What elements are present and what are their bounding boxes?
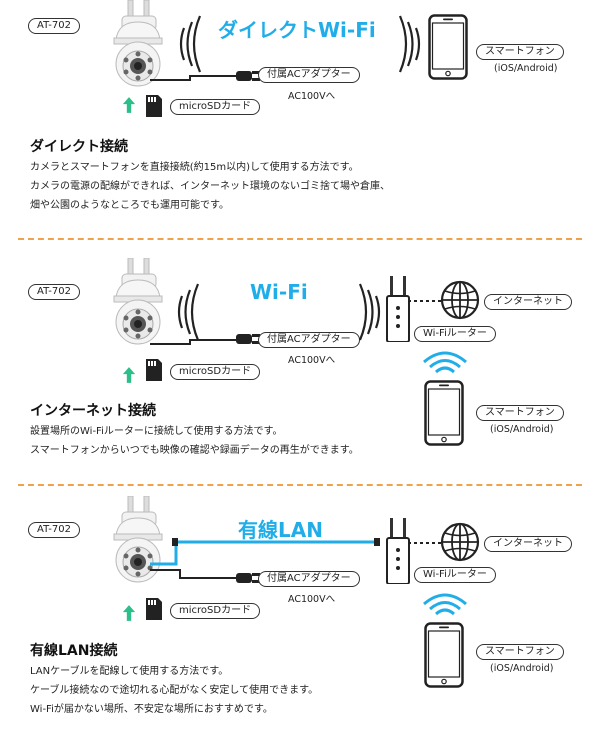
router-label: Wi-Fiルーター — [414, 326, 496, 342]
os-label: (iOS/Android) — [494, 63, 558, 74]
globe-icon — [440, 522, 480, 562]
wifi-wave-left-icon — [179, 15, 202, 73]
up-arrow-icon — [122, 604, 136, 622]
internet-label: インターネット — [484, 536, 572, 552]
power-cable — [150, 339, 242, 345]
os-label: (iOS/Android) — [490, 424, 554, 435]
smartphone-icon — [428, 14, 468, 80]
model-label: AT-702 — [28, 522, 80, 538]
section-divider — [18, 238, 582, 240]
smartphone-icon — [424, 622, 464, 688]
microsd-icon — [144, 357, 164, 383]
section-title: 有線LAN — [238, 518, 323, 542]
lan-cable — [150, 538, 380, 566]
os-label: (iOS/Android) — [490, 663, 554, 674]
adapter-label: 付属ACアダプター — [258, 571, 360, 587]
voltage-label: AC100Vへ — [288, 594, 336, 605]
section-heading: インターネット接続 — [30, 403, 156, 419]
section-heading: 有線LAN接続 — [30, 643, 118, 659]
power-cable — [150, 569, 242, 579]
adapter-label: 付属ACアダプター — [258, 67, 360, 83]
smartphone-icon — [424, 380, 464, 446]
microsd-icon — [144, 93, 164, 119]
router-label: Wi-Fiルーター — [414, 567, 496, 583]
adapter-label: 付属ACアダプター — [258, 332, 360, 348]
voltage-label: AC100Vへ — [288, 355, 336, 366]
microsd-icon — [144, 596, 164, 622]
section-description: 設置場所のWi-Fiルーターに接続して使用する方法です。 スマートフォンからいつ… — [30, 426, 359, 456]
wifi-signal-icon — [423, 593, 467, 616]
section-divider — [18, 484, 582, 486]
section-heading: ダイレクト接続 — [30, 139, 128, 155]
router-internet-link — [408, 542, 448, 544]
section-title: Wi-Fi — [250, 280, 308, 304]
router-internet-link — [408, 300, 448, 302]
wifi-wave-right-icon — [398, 15, 421, 73]
smartphone-label: スマートフォン — [476, 644, 564, 660]
wifi-signal-icon — [423, 351, 467, 374]
microsd-label: microSDカード — [170, 364, 261, 380]
model-label: AT-702 — [28, 284, 80, 300]
model-label: AT-702 — [28, 18, 80, 34]
globe-icon — [440, 280, 480, 320]
microsd-label: microSDカード — [170, 603, 261, 619]
up-arrow-icon — [122, 366, 136, 384]
router-icon — [386, 276, 410, 342]
up-arrow-icon — [122, 96, 136, 114]
internet-label: インターネット — [484, 294, 572, 310]
section-title: ダイレクトWi-Fi — [218, 18, 376, 42]
microsd-label: microSDカード — [170, 99, 261, 115]
router-icon — [386, 518, 410, 584]
section-description: カメラとスマートフォンを直接接続(約15m以内)して使用する方法です。 カメラの… — [30, 162, 390, 211]
voltage-label: AC100Vへ — [288, 91, 336, 102]
wifi-wave-left-icon — [177, 283, 200, 341]
power-cable — [150, 75, 242, 81]
section-description: LANケーブルを配線して使用する方法です。 ケーブル接続なので途切れる心配がなく… — [30, 666, 319, 715]
smartphone-label: スマートフォン — [476, 44, 564, 60]
smartphone-label: スマートフォン — [476, 405, 564, 421]
wifi-wave-right-icon — [358, 283, 381, 341]
